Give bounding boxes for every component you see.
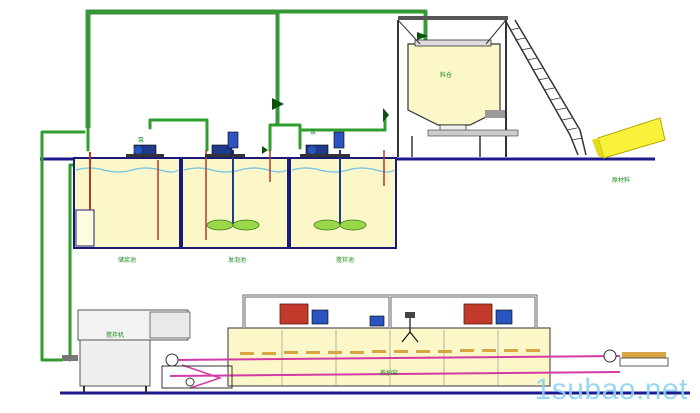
mixer-machine: [62, 309, 191, 393]
pipe-outline: [85, 9, 428, 128]
tank2-label: 发泡池: [228, 257, 247, 264]
silo-label: 料仓: [440, 72, 453, 79]
tank3-label: 搅拌池: [336, 257, 355, 264]
tank-3: [289, 150, 397, 249]
conveyor: [161, 349, 669, 389]
material-label: 原材料: [612, 177, 631, 184]
pump-a-label: 泵: [138, 137, 145, 144]
pipe-network: [40, 10, 427, 362]
pump-2-icon: [205, 131, 245, 157]
raw-material-block: [592, 117, 666, 159]
pump-1-icon: [126, 144, 164, 157]
tank1-label: 储浆池: [118, 257, 137, 264]
tank-2: [181, 150, 289, 249]
valve-icons: [262, 32, 428, 154]
stairway: [504, 19, 587, 156]
silo: [397, 16, 519, 157]
mixer-label: 搅拌机: [106, 332, 125, 339]
kiln-label: 养护窑: [380, 370, 399, 377]
tank-1: [73, 152, 181, 249]
pump-3-icon: [300, 131, 350, 157]
pump-b-label: 泵: [310, 129, 317, 136]
watermark: 1subao.net: [534, 373, 688, 406]
